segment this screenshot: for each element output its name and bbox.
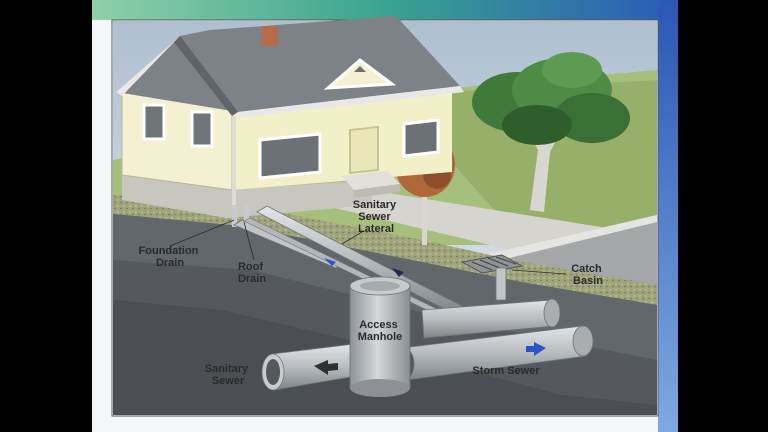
illustration: Foundation Drain Roof Drain Sanitary Sew…: [112, 16, 658, 416]
label-storm-sewer: Storm Sewer: [472, 365, 540, 377]
label-roof-drain: Roof Drain: [238, 261, 266, 285]
label-catch-basin: Catch Basin: [571, 263, 605, 287]
right-border-band: [658, 0, 678, 432]
sewer-system-diagram: Foundation Drain Roof Drain Sanitary Sew…: [92, 0, 678, 432]
label-sanitary-sewer-lateral: Sanitary Sewer Lateral: [353, 199, 399, 235]
catch-basin-lead: [496, 268, 506, 300]
slide: Foundation Drain Roof Drain Sanitary Sew…: [92, 0, 678, 432]
label-access-manhole: Access Manhole: [358, 319, 403, 343]
